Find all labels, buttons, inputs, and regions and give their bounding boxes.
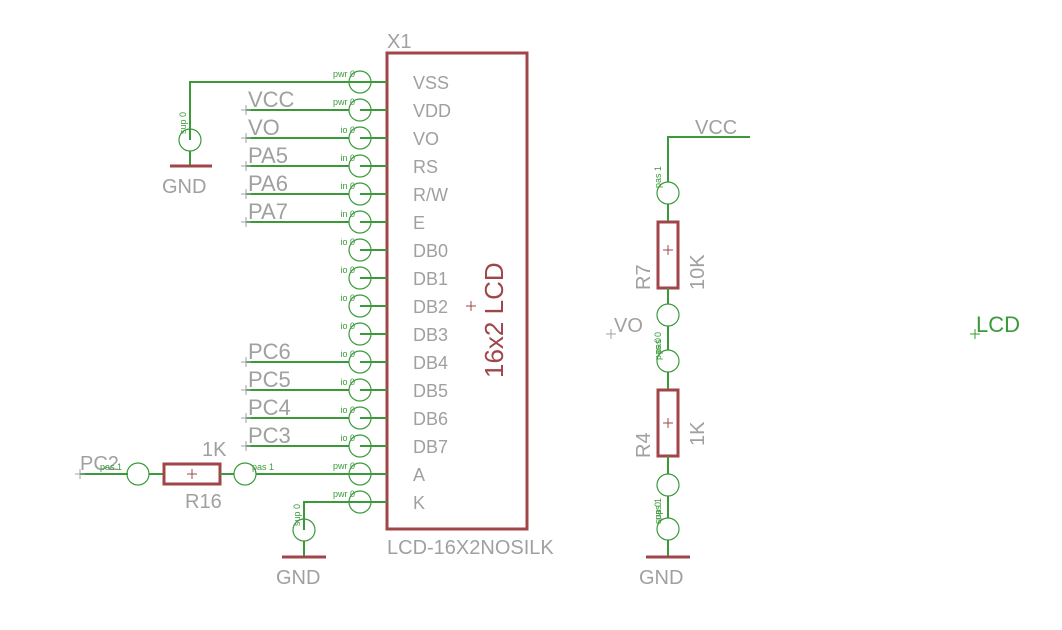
- lcd-pin-name: VSS: [413, 73, 449, 93]
- lcd-pin-db7: io 0 DB7 PC3: [241, 423, 448, 458]
- pc2-net-label: PC2: [80, 453, 119, 475]
- gnd-bottom-label: GND: [276, 567, 320, 589]
- lcd-pin-vo: io 0 VO VO: [241, 115, 439, 150]
- gnd-left-label: GND: [162, 176, 206, 198]
- r7-bottom-tag: pas 0: [653, 332, 663, 354]
- r4-ref-label: R4: [633, 432, 655, 458]
- gnd-left-net: sup 0 GND: [162, 81, 360, 198]
- lcd-pin-name: DB0: [413, 241, 448, 261]
- lcd-pin-rs: in 0 RS PA5: [241, 143, 438, 178]
- lcd-value-label: 16x2 LCD: [479, 262, 509, 378]
- lcd-pin-tag: pwr 0: [333, 97, 355, 107]
- net-label: PC4: [248, 395, 291, 420]
- lcd-pin-tag: io 0: [340, 433, 355, 443]
- lcd-pin-name: DB2: [413, 297, 448, 317]
- lcd-pin-tag: in 0: [340, 153, 355, 163]
- k-wire[interactable]: [303, 501, 360, 530]
- lcd-pin-name: RS: [413, 157, 438, 177]
- lcd-pin-db3: io 0 DB3: [340, 321, 448, 346]
- lcd-pin-tag: in 0: [340, 181, 355, 191]
- lcd-pin-name: E: [413, 213, 425, 233]
- lcd-pin-name: DB3: [413, 325, 448, 345]
- gnd-left-tag: sup 0: [178, 112, 188, 134]
- lcd-pin-vdd: pwr 0 VDD VCC: [241, 87, 451, 122]
- lcd-pin-tag: io 0: [340, 293, 355, 303]
- lcd-pin-db0: io 0 DB0: [340, 237, 448, 262]
- r7-value-label: 10K: [687, 254, 709, 290]
- net-label: PA6: [248, 171, 288, 196]
- lcd-pin-tag: io 0: [340, 377, 355, 387]
- lcd-pin-name: A: [413, 465, 425, 485]
- net-label: PC5: [248, 367, 291, 392]
- lcd-origin-cross: [466, 301, 476, 311]
- r4-value-label: 1K: [687, 421, 709, 446]
- lcd-pin-name: R/W: [413, 185, 448, 205]
- net-label: PA7: [248, 199, 288, 224]
- sheet-label: LCD: [976, 312, 1020, 337]
- lcd-package-label: LCD-16X2NOSILK: [387, 537, 554, 559]
- r4-bottom-tag: pas 1: [653, 498, 663, 520]
- r16-value-label: 1K: [202, 439, 227, 461]
- net-label: PA5: [248, 143, 288, 168]
- lcd-pin-db1: io 0 DB1: [340, 265, 448, 290]
- lcd-pin-vss: pwr 0 VSS: [333, 69, 449, 94]
- lcd-pin-name: K: [413, 493, 425, 513]
- lcd-pin-tag: pwr 0: [333, 69, 355, 79]
- lcd-pin-tag: in 0: [340, 209, 355, 219]
- gnd-right-tag: sup 0: [653, 502, 663, 524]
- gnd-bottom-net: sup 0 GND: [276, 501, 360, 589]
- lcd-pin-a: pwr 0 A: [333, 461, 425, 486]
- r16-left-pin-circle[interactable]: [126, 462, 150, 486]
- r7-ref-label: R7: [633, 264, 655, 290]
- lcd-pin-db6: io 0 DB6 PC4: [241, 395, 448, 430]
- r7-bottom-pin-circle[interactable]: [656, 303, 680, 327]
- lcd-pin-tag: pwr 0: [333, 461, 355, 471]
- lcd-pin-tag: io 0: [340, 237, 355, 247]
- r4-top-tag: pas 0: [653, 338, 663, 360]
- lcd-pin-name: DB6: [413, 409, 448, 429]
- net-label: VO: [248, 115, 280, 140]
- r16-ref-label: R16: [185, 491, 222, 513]
- lcd-pin-db5: io 0 DB5 PC5: [241, 367, 448, 402]
- lcd-pin-name: VDD: [413, 101, 451, 121]
- lcd-pin-name: DB7: [413, 437, 448, 457]
- lcd-symbol-body[interactable]: [385, 51, 529, 531]
- lcd-pin-db2: io 0 DB2: [340, 293, 448, 318]
- net-label: PC3: [248, 423, 291, 448]
- lcd-pin-e: in 0 E PA7: [241, 199, 425, 234]
- vss-wire[interactable]: [189, 81, 360, 140]
- lcd-pin-name: DB4: [413, 353, 448, 373]
- lcd-pin-tag: io 0: [340, 265, 355, 275]
- contrast-divider: VCC pas 1 R7 10K pas 0 pas 0 R4 1K pas 1…: [606, 117, 750, 589]
- lcd-pin-db4: io 0 DB4 PC6: [241, 339, 448, 374]
- r16-left-tag: pas 1: [100, 462, 122, 472]
- lcd-pin-name: VO: [413, 129, 439, 149]
- net-label: PC6: [248, 339, 291, 364]
- r16-group: PC2 pas 1 pas 1 1K R16: [75, 439, 360, 513]
- lcd-pin-rw: in 0 R/W PA6: [241, 171, 448, 206]
- lcd-pin-name: DB1: [413, 269, 448, 289]
- lcd-pin-tag: pwr 0: [333, 489, 355, 499]
- lcd-pin-tag: io 0: [340, 125, 355, 135]
- lcd-pin-name: DB5: [413, 381, 448, 401]
- lcd-ref-designator: X1: [387, 31, 411, 53]
- vcc-right-label: VCC: [695, 117, 737, 139]
- vo-right-label: VO: [614, 315, 643, 337]
- gnd-right-label: GND: [639, 567, 683, 589]
- lcd-pin-tag: io 0: [340, 349, 355, 359]
- gnd-bottom-tag: sup 0: [292, 504, 302, 526]
- vcc-right-wire[interactable]: [667, 136, 750, 182]
- lcd-pin-tag: io 0: [340, 405, 355, 415]
- r16-right-tag: pas 1: [252, 462, 274, 472]
- lcd-pin-tag: io 0: [340, 321, 355, 331]
- sheet-label-group: LCD: [970, 312, 1020, 339]
- r4-bottom-pin-circle[interactable]: [656, 473, 680, 497]
- r7-top-tag: pas 1: [653, 166, 663, 188]
- net-label: VCC: [248, 87, 295, 112]
